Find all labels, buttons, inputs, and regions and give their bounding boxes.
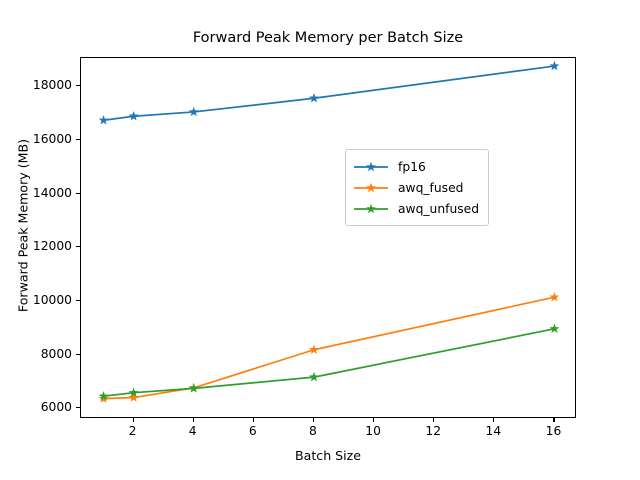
x-tick-label: 4 — [188, 424, 197, 438]
x-tick-mark — [132, 418, 134, 422]
y-tick-label: 6000 — [40, 400, 72, 415]
series-marker-awq_unfused — [549, 323, 560, 334]
y-tick-label: 18000 — [32, 78, 72, 93]
series-marker-awq_unfused — [188, 383, 199, 393]
y-tick-mark — [76, 85, 80, 87]
x-tick-mark — [312, 418, 315, 422]
x-tick-mark — [252, 418, 254, 422]
y-tick-label: 12000 — [32, 239, 72, 254]
x-tick-label: 6 — [248, 424, 257, 438]
series-marker-fp16 — [309, 93, 319, 103]
chart-title: Forward Peak Memory per Batch Size — [192, 30, 464, 46]
y-tick-label: 8000 — [40, 346, 72, 361]
x-tick-mark — [192, 418, 194, 422]
legend-swatch-awq-fused — [354, 182, 388, 192]
legend-label-fp16: fp16 — [398, 159, 426, 174]
plot-lines — [98, 60, 560, 403]
legend-item-1[interactable]: awq_fused — [353, 177, 479, 198]
series-line-fp16 — [102, 65, 556, 122]
x-tick-label: 2 — [128, 424, 137, 438]
y-tick-label: 10000 — [32, 292, 72, 307]
y-tick-mark — [76, 192, 80, 194]
series-marker-awq_fused — [549, 291, 560, 302]
y-axis-ticks: 6000 8000 10000 12000 14000 16000 18000 — [0, 0, 72, 480]
series-marker-fp16 — [98, 115, 109, 125]
legend-swatch-fp16 — [354, 161, 388, 171]
legend-label-awq-fused: awq_fused — [398, 180, 464, 195]
y-tick-mark — [76, 407, 80, 409]
y-tick-mark — [76, 353, 80, 355]
series-marker-fp16 — [188, 106, 199, 117]
chart-legend: fp16 awq_fused awq_unfused — [345, 149, 490, 226]
series-marker-awq_unfused — [128, 387, 139, 397]
x-axis-label: Batch Size — [294, 448, 362, 463]
x-tick-mark — [493, 418, 495, 422]
series-line-awq_fused — [102, 296, 556, 400]
series-line-awq_unfused — [102, 327, 556, 398]
series-marker-awq_fused — [309, 344, 319, 354]
series-marker-awq_unfused — [309, 371, 319, 382]
x-tick-mark — [433, 418, 435, 422]
plot-area — [80, 57, 576, 418]
legend-swatch-awq-unfused — [354, 203, 388, 213]
x-tick-label: 10 — [365, 424, 381, 438]
series-marker-awq_fused — [128, 392, 139, 402]
y-tick-label: 16000 — [32, 131, 72, 146]
series-marker-fp16 — [128, 111, 139, 121]
x-tick-label: 14 — [485, 424, 502, 438]
legend-item-0[interactable]: fp16 — [353, 156, 479, 177]
x-tick-mark — [373, 418, 375, 422]
y-tick-mark — [76, 138, 80, 140]
x-tick-mark — [553, 418, 555, 422]
x-tick-label: 16 — [545, 424, 562, 438]
y-tick-mark — [76, 299, 80, 301]
y-tick-mark — [76, 246, 80, 248]
x-tick-label: 8 — [309, 424, 317, 438]
y-tick-label: 14000 — [32, 185, 72, 200]
legend-item-2[interactable]: awq_unfused — [353, 198, 479, 219]
legend-label-awq-unfused: awq_unfused — [398, 201, 480, 216]
series-marker-awq_unfused — [98, 390, 109, 401]
x-tick-label: 12 — [425, 424, 442, 438]
series-marker-fp16 — [549, 60, 560, 71]
